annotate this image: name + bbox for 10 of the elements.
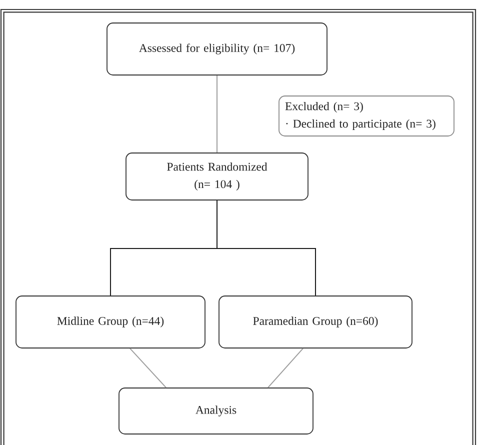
- process-box: Midline Group (n=44): [16, 296, 206, 348]
- connector-line: [216, 200, 316, 296]
- note-box: Excluded (n= 3) · Declined to participate (n= 3): [278, 96, 454, 136]
- process-box: Patients Randomized (n= 104 ): [126, 152, 308, 200]
- process-box: Analysis: [118, 388, 314, 434]
- connector-line: [216, 74, 218, 154]
- connector-line: [268, 348, 304, 388]
- connector-line: [130, 348, 166, 388]
- process-box: Assessed for eligibility (n= 107): [106, 22, 328, 76]
- process-box: Paramedian Group (n=60): [218, 296, 412, 348]
